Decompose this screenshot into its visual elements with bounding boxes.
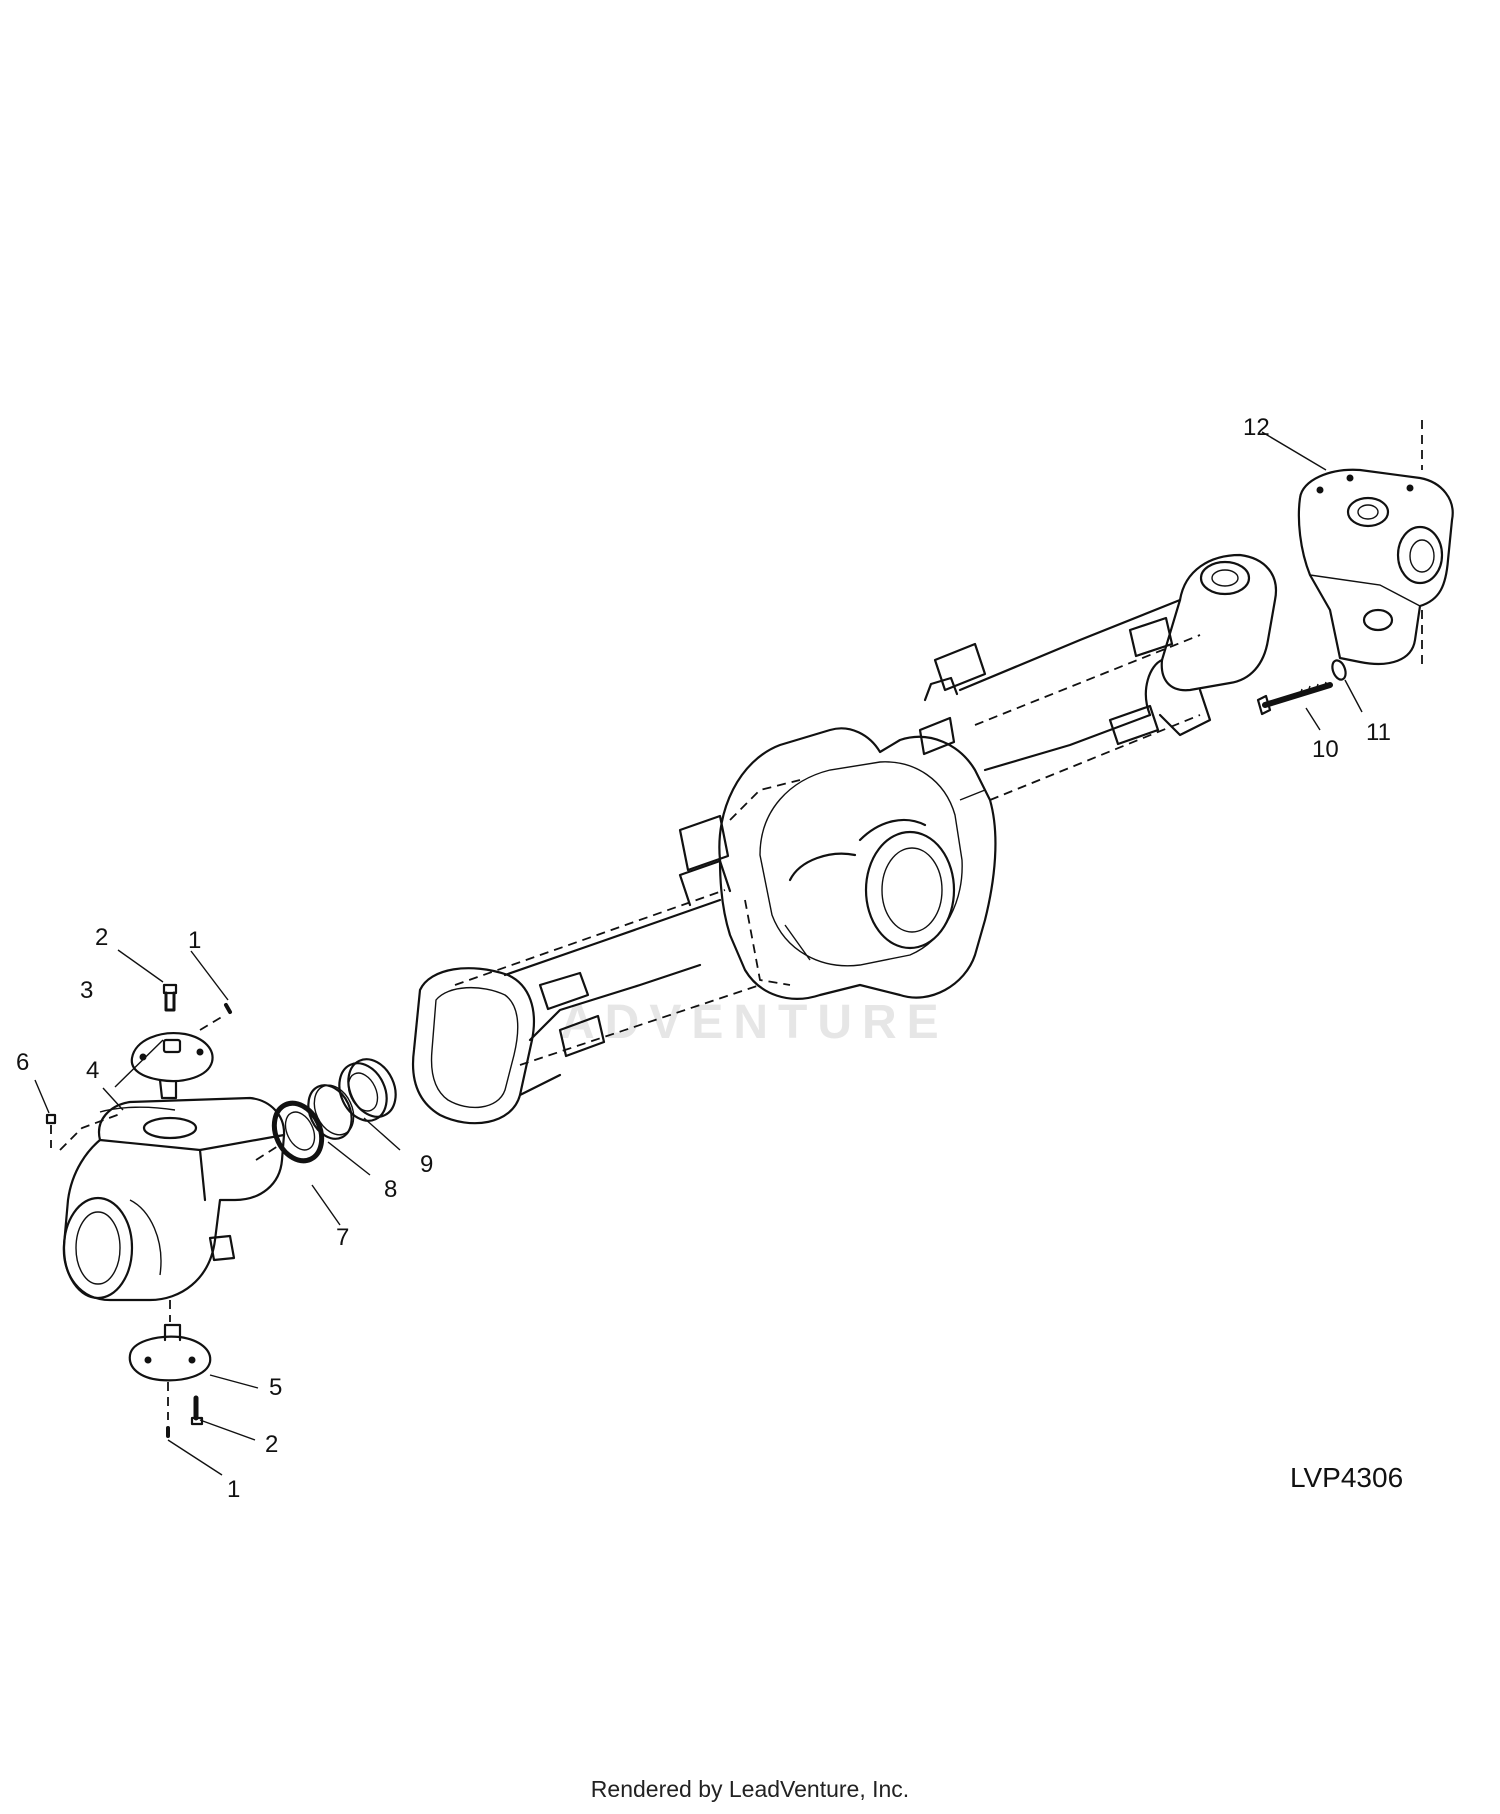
nut <box>1331 659 1347 681</box>
callout-4: 4 <box>86 1057 99 1084</box>
small-pin <box>45 1113 57 1148</box>
callout-2-lower: 2 <box>265 1431 278 1458</box>
footer-credit: Rendered by LeadVenture, Inc. <box>590 1776 910 1802</box>
watermark: ADVENTURE <box>560 996 949 1049</box>
callout-3: 3 <box>80 977 93 1004</box>
seal-7 <box>271 1100 325 1164</box>
bolt <box>1256 681 1333 716</box>
right-knuckle-housing <box>1297 468 1454 666</box>
lower-pivot-cap <box>128 1323 212 1382</box>
upper-pivot-cap <box>130 1032 214 1100</box>
upper-cap-screw <box>162 983 178 1012</box>
callout-7: 7 <box>336 1224 349 1251</box>
callout-9: 9 <box>420 1151 433 1178</box>
axle-housing <box>412 553 1278 1125</box>
figure-id: LVP4306 <box>1290 1462 1403 1493</box>
callout-1-lower: 1 <box>227 1476 240 1503</box>
callout-6: 6 <box>16 1049 29 1076</box>
steering-knuckle-housing <box>62 1096 286 1302</box>
callout-8: 8 <box>384 1176 397 1203</box>
callout-5: 5 <box>269 1374 282 1401</box>
callout-1-upper: 1 <box>188 927 201 954</box>
callout-10: 10 <box>1312 736 1339 763</box>
callout-12: 12 <box>1243 414 1270 441</box>
callout-11: 11 <box>1366 719 1391 746</box>
upper-pin <box>224 1003 232 1014</box>
callout-2-upper: 2 <box>95 924 108 951</box>
leader-lines <box>34 431 1363 1476</box>
seal-9 <box>338 1058 397 1122</box>
